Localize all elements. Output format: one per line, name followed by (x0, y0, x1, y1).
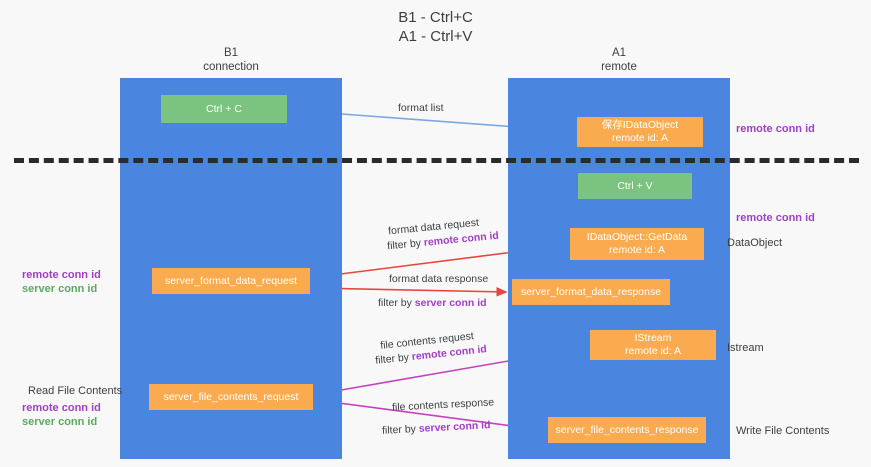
node-server-file-contents-response-label: server_file_contents_response (555, 423, 699, 436)
node-idataobject-save[interactable]: 保存IDataObject remote id: A (577, 117, 703, 147)
filter-prefix: filter by (374, 351, 413, 367)
annotation-server-conn-id: server conn id (22, 416, 98, 428)
filter-prefix: filter by (378, 297, 415, 309)
annotation-left-read-file-contents: Read File Contents (28, 385, 123, 397)
annotation-server-conn-id: server conn id (22, 283, 98, 295)
node-idataobject-title: 保存IDataObject (601, 119, 679, 131)
edge-label-format-data-response: format data response (389, 273, 489, 285)
node-idataobject-getdata[interactable]: IDataObject::GetData remote id: A (570, 228, 704, 260)
edge-label-format-data-response-filter: filter by server conn id (378, 296, 487, 310)
node-istream-subtitle: remote id: A (624, 345, 682, 357)
phase-separator-dashed-line (14, 158, 859, 163)
node-server-file-contents-response[interactable]: server_file_contents_response (548, 417, 706, 443)
node-ctrl-c[interactable]: Ctrl + C (161, 95, 287, 123)
node-istream[interactable]: IStream remote id: A (590, 330, 716, 360)
node-ctrl-v[interactable]: Ctrl + V (578, 173, 692, 199)
annotation-right-remote-conn-id-top: remote conn id (736, 123, 815, 135)
lane-header-a1: A1 remote (601, 47, 637, 73)
annotation-right-remote-conn-id-mid: remote conn id (736, 212, 815, 224)
node-idataobject-subtitle: remote id: A (611, 132, 669, 144)
annotation-remote-conn-id: remote conn id (22, 402, 101, 414)
annotation-left-conn-ids-format: remote conn id server conn id (22, 268, 101, 296)
annotation-remote-conn-id: remote conn id (22, 269, 101, 281)
annotation-left-conn-ids-file: remote conn id server conn id (22, 401, 101, 429)
filter-prefix: filter by (386, 236, 425, 253)
annotation-right-istream: Istream (727, 342, 764, 354)
node-server-file-contents-request[interactable]: server_file_contents_request (149, 384, 313, 410)
arrow-file-contents-response (315, 399, 545, 434)
annotation-right-dataobject: DataObject (727, 237, 783, 249)
node-ctrl-v-label: Ctrl + V (617, 179, 653, 192)
node-server-format-data-response[interactable]: server_format_data_response (512, 279, 670, 305)
lane-header-b1: B1 connection (203, 47, 259, 73)
node-server-format-data-request[interactable]: server_format_data_request (152, 268, 310, 294)
node-ctrl-c-label: Ctrl + C (206, 102, 242, 115)
node-getdata-subtitle: remote id: A (608, 244, 666, 256)
filter-key-server-conn-id: server conn id (418, 419, 491, 435)
filter-key-server-conn-id: server conn id (414, 297, 487, 309)
node-server-format-data-response-label: server_format_data_response (520, 285, 662, 298)
diagram-title: B1 - Ctrl+C A1 - Ctrl+V (398, 9, 473, 45)
node-istream-title: IStream (634, 332, 672, 344)
node-server-format-data-request-label: server_format_data_request (165, 274, 297, 287)
node-server-file-contents-request-label: server_file_contents_request (163, 390, 299, 403)
arrow-format-data-response (312, 287, 508, 297)
filter-prefix: filter by (381, 422, 420, 437)
edge-label-format-list: format list (398, 102, 444, 114)
annotation-right-write-file-contents: Write File Contents (736, 425, 830, 437)
node-getdata-title: IDataObject::GetData (586, 231, 688, 243)
